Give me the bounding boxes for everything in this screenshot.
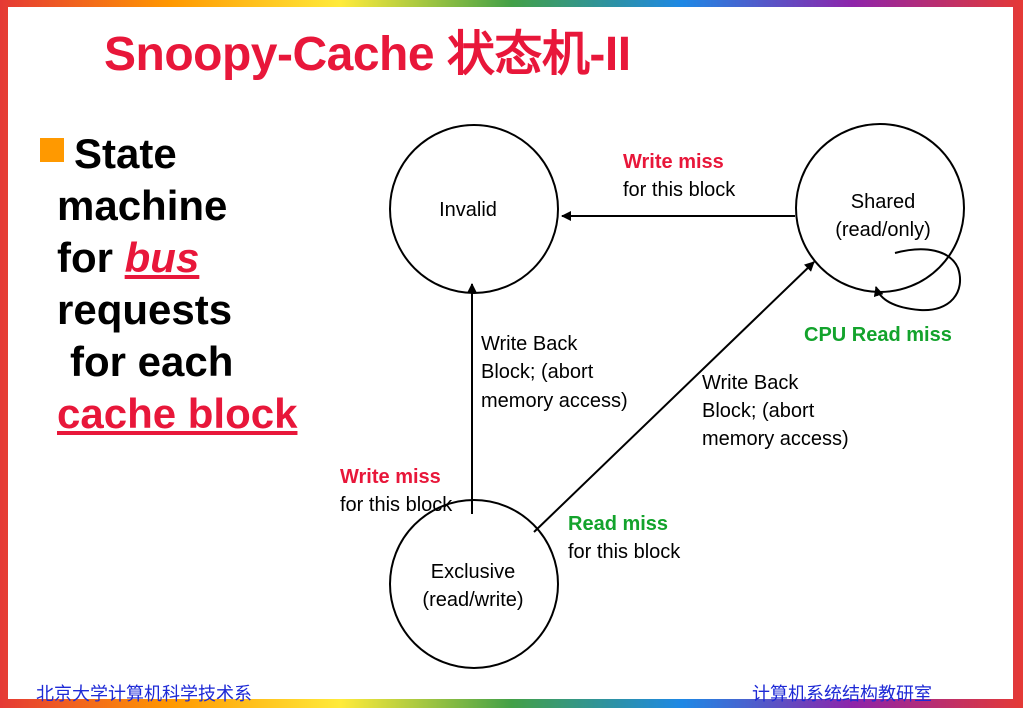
bullet-line-2: machine bbox=[57, 182, 228, 229]
label-excl-invalid-detail: for this block bbox=[340, 494, 453, 516]
state-invalid-label: Invalid bbox=[439, 199, 497, 221]
label-excl-shared-event: Read miss bbox=[568, 513, 668, 535]
state-shared-label-1: Shared bbox=[851, 191, 916, 213]
bullet-line-3-prefix: for bbox=[57, 234, 125, 281]
label-shared-invalid-detail: for this block bbox=[623, 179, 736, 201]
label-excl-invalid-event: Write miss bbox=[340, 466, 441, 488]
state-exclusive bbox=[389, 499, 559, 669]
footer-department: 北京大学计算机科学技术系 bbox=[36, 684, 252, 704]
label-shared-self-event: CPU Read miss bbox=[804, 324, 952, 346]
bullet-line-4: requests bbox=[57, 286, 233, 333]
bullet-line-1: State bbox=[74, 130, 177, 177]
arrow-shared-self-loop bbox=[873, 248, 961, 312]
state-exclusive-label-2: (read/write) bbox=[422, 589, 523, 611]
bullet-square-icon bbox=[40, 138, 64, 162]
state-exclusive-label-1: Exclusive bbox=[431, 561, 515, 583]
bullet-line-6: cache block bbox=[57, 390, 298, 437]
bullet-text: State machine for bus requests for each … bbox=[40, 128, 360, 440]
footer-lab: 计算机系统结构教研室 bbox=[752, 684, 932, 704]
slide-title: Snoopy-Cache 状态机-II bbox=[104, 28, 631, 81]
label-excl-invalid-action-1: Write Back bbox=[481, 333, 578, 355]
state-invalid bbox=[389, 124, 559, 294]
bullet-emph-bus: bus bbox=[124, 234, 200, 281]
label-excl-invalid-action-2: Block; (abort bbox=[481, 361, 594, 383]
arrow-exclusive-to-shared bbox=[533, 261, 815, 533]
label-excl-invalid-action-3: memory access) bbox=[481, 390, 628, 412]
label-excl-shared-action-1: Write Back bbox=[702, 372, 799, 394]
label-excl-shared-action-2: Block; (abort bbox=[702, 400, 815, 422]
label-excl-shared-action-3: memory access) bbox=[702, 428, 849, 450]
state-shared-label-2: (read/only) bbox=[835, 219, 931, 241]
label-excl-shared-detail: for this block bbox=[568, 541, 681, 563]
label-shared-invalid-event: Write miss bbox=[623, 151, 724, 173]
bullet-line-5: for each bbox=[70, 338, 234, 385]
